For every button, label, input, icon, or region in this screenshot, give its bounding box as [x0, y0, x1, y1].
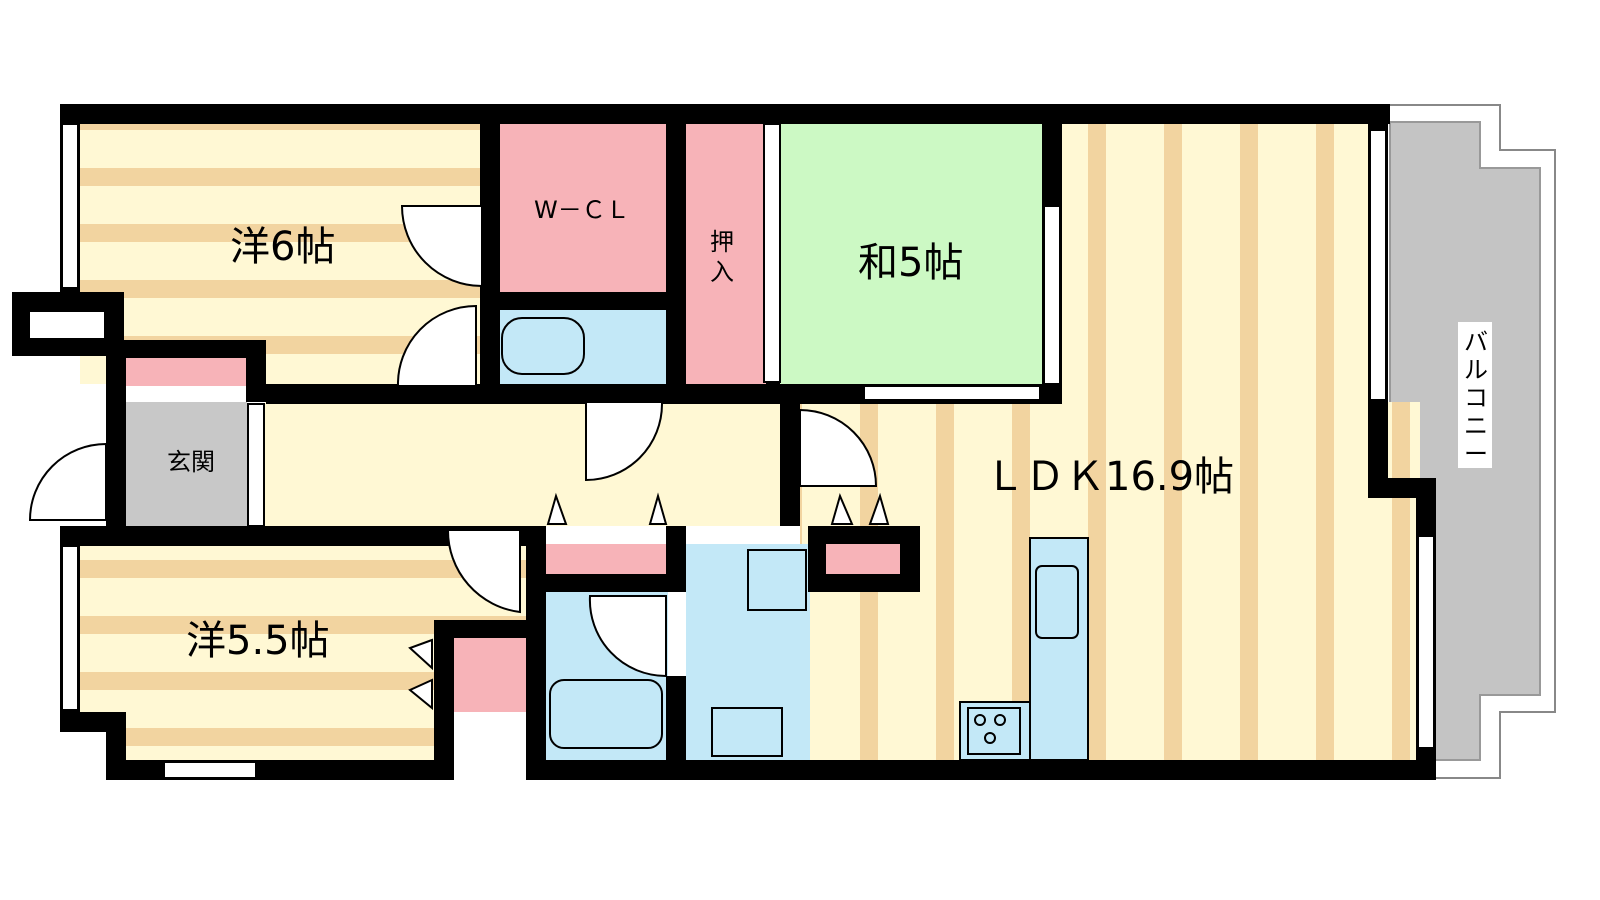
shoe-closet — [125, 358, 247, 386]
fixtures — [501, 317, 1079, 757]
balcony-label-2: ル — [1464, 356, 1488, 384]
japanese-5-label: 和5帖 — [858, 240, 963, 286]
closet-55 — [452, 636, 526, 712]
hall-floor — [265, 402, 780, 526]
meter-box — [30, 312, 104, 338]
balcony-label-1: バ — [1464, 328, 1488, 356]
toilet — [501, 317, 585, 375]
pantry — [826, 544, 900, 574]
linen-closet — [544, 544, 668, 574]
doors — [28, 205, 890, 711]
entrance-label: 玄関 — [167, 448, 215, 476]
stove — [967, 707, 1021, 755]
balcony-label-bg — [1458, 322, 1492, 468]
japanese-5-floor — [780, 122, 1042, 384]
oshiire-label-1: 押 — [710, 228, 734, 256]
windows — [61, 123, 1435, 779]
western-55-label: 洋5.5帖 — [186, 618, 330, 664]
oshiire-label-2: 入 — [710, 258, 734, 286]
ldk-label: ＬＤＫ16.9帖 — [985, 454, 1234, 500]
washing-machine — [747, 549, 807, 611]
balcony-label-5: ー — [1464, 440, 1488, 468]
wcl-label: W－ＣＬ — [534, 196, 630, 224]
oshiire-floor — [686, 122, 766, 384]
wcl-floor — [500, 122, 668, 292]
bathtub — [549, 679, 663, 749]
kitchen-sink — [1035, 565, 1079, 639]
western-55-floor-lower — [125, 712, 435, 762]
entrance-floor — [125, 402, 247, 526]
western-6-label: 洋6帖 — [230, 224, 335, 270]
wash-basin — [711, 707, 783, 757]
balcony-label-3: コ — [1464, 384, 1488, 412]
balcony-label-4: ニ — [1464, 412, 1488, 440]
